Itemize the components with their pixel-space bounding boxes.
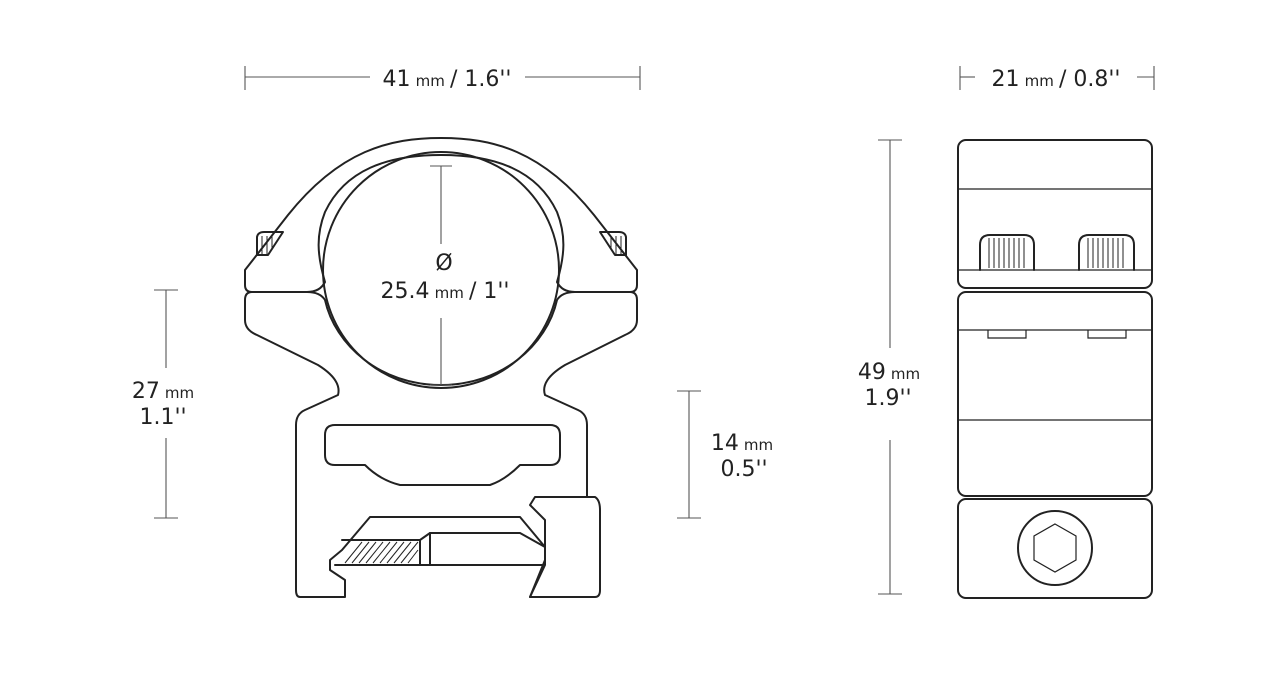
height-center-imperial: 1.1'' [139, 405, 186, 430]
bore-label: 25.4 mm / 1'' [381, 279, 510, 304]
side-body [957, 291, 1153, 497]
side-top-cap [957, 139, 1153, 289]
front-recoil-slot [324, 424, 561, 486]
height-center-label: 27 mm [132, 379, 194, 404]
front-bore-circle [322, 151, 560, 389]
front-view [244, 137, 638, 598]
side-base-clamp [957, 498, 1153, 599]
base-height-label: 14 mm [711, 431, 773, 456]
front-ring-base [244, 291, 638, 598]
front-right-screw-head [599, 231, 627, 256]
side-left-screw-head [979, 234, 1035, 271]
side-bolt-head [1017, 510, 1093, 586]
base-height-imperial: 0.5'' [720, 457, 767, 482]
total-height-imperial: 1.9'' [864, 386, 911, 411]
side-knurling [988, 238, 1124, 268]
front-top-cap [244, 137, 638, 293]
front-left-screw-head [256, 231, 284, 256]
front-cross-bolt [341, 532, 546, 566]
side-view [957, 139, 1153, 599]
front-bolt-thread [344, 541, 419, 564]
dimension-lines [154, 66, 1155, 595]
bore-symbol: Ø [435, 251, 452, 276]
hex-socket-icon [1033, 523, 1077, 573]
side-right-screw-head [1078, 234, 1135, 271]
width-label: 41 mm / 1.6'' [383, 67, 512, 92]
total-height-label: 49 mm [858, 360, 920, 385]
side-width-label: 21 mm / 0.8'' [992, 67, 1121, 92]
